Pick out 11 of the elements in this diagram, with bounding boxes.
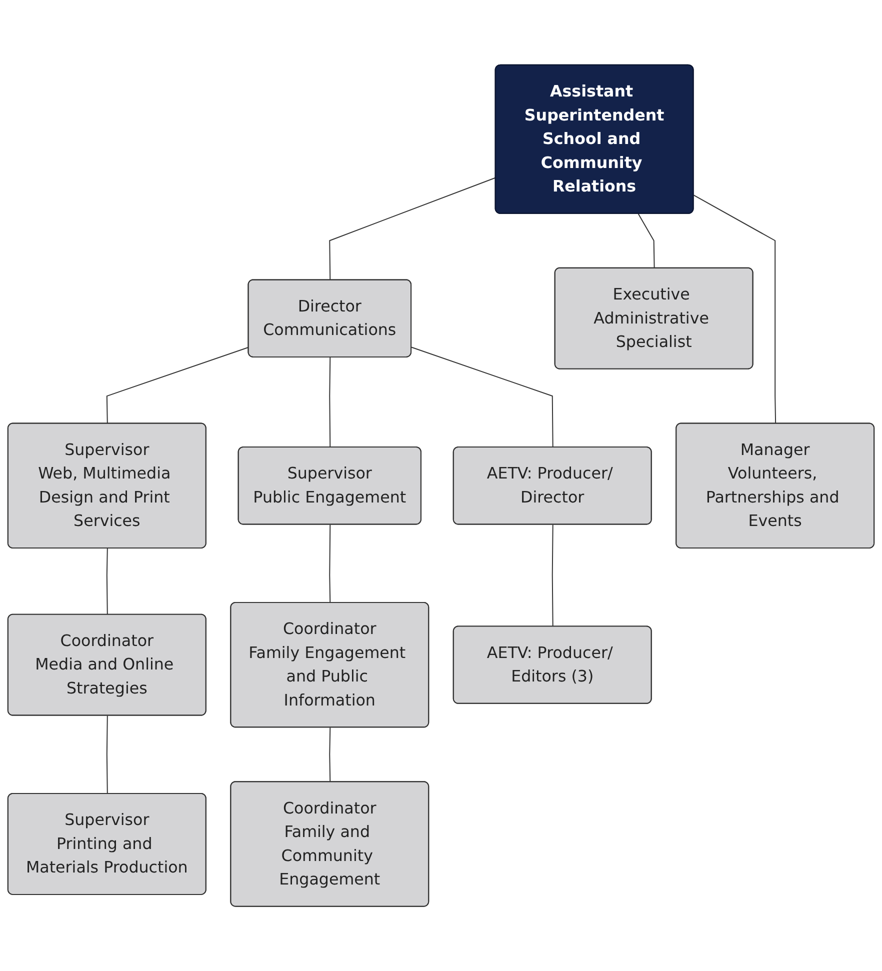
connector (552, 524, 554, 628)
connector (638, 213, 655, 269)
connector (329, 356, 331, 448)
connector (693, 194, 776, 424)
connector (329, 176, 496, 281)
connector (106, 715, 108, 794)
connector (106, 346, 250, 424)
connector (106, 548, 108, 616)
connector (329, 524, 331, 604)
connector (329, 727, 331, 782)
connector (411, 346, 554, 448)
